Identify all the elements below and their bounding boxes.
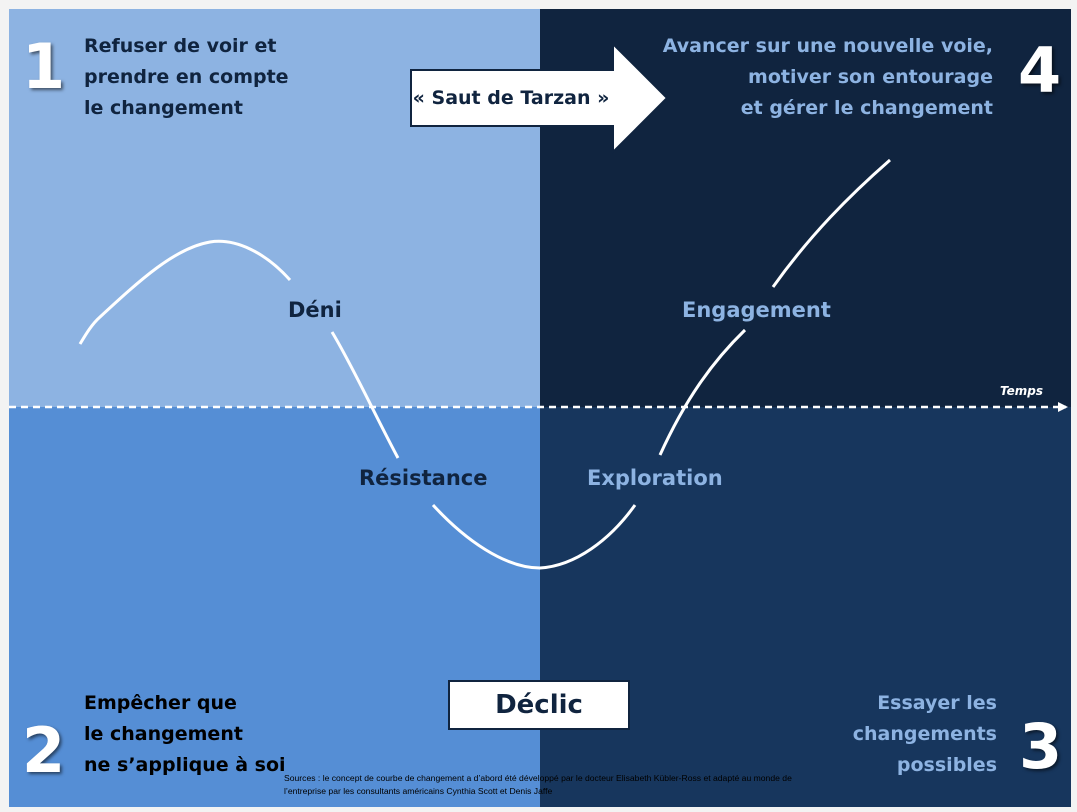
declic-box: Déclic: [448, 680, 630, 730]
stage-label-engagement: Engagement: [682, 298, 831, 322]
tarzan-jump-label: « Saut de Tarzan »: [412, 87, 610, 109]
quadrant-3-background: [540, 407, 1071, 807]
quadrant-2-line-3: ne s’applique à soi: [84, 754, 286, 776]
quadrant-1-line-3: le changement: [84, 97, 243, 119]
quadrant-4-number: 4: [1018, 34, 1062, 107]
curve-segment-trough: [431, 503, 637, 570]
curve-segment-engagement: [771, 158, 891, 288]
quadrant-4-line-1: Avancer sur une nouvelle voie,: [662, 35, 993, 57]
quadrant-1-text: Refuser de voir et prendre en compte le …: [84, 31, 289, 124]
curve-segment-exploration: [658, 328, 747, 456]
quadrant-3-number: 3: [1019, 710, 1063, 783]
quadrant-4-line-2: motiver son entourage: [748, 66, 993, 88]
quadrant-3-text: Essayer les changements possibles: [853, 688, 997, 781]
curve-segment-deni: [78, 239, 292, 345]
quadrant-2-line-1: Empêcher que: [84, 692, 237, 714]
tarzan-jump-arrow: [410, 41, 669, 155]
curve-segment-resistance: [330, 331, 400, 459]
stage-label-exploration: Exploration: [587, 466, 723, 490]
quadrant-1-number: 1: [22, 30, 66, 103]
quadrant-2-background: [9, 407, 540, 807]
stage-label-resistance: Résistance: [359, 466, 488, 490]
quadrant-1-line-2: prendre en compte: [84, 66, 289, 88]
quadrant-1-line-1: Refuser de voir et: [84, 35, 277, 57]
quadrant-4-text: Avancer sur une nouvelle voie, motiver s…: [663, 31, 993, 124]
quadrant-2-number: 2: [22, 714, 66, 787]
quadrant-2-text: Empêcher que le changement ne s’applique…: [84, 688, 286, 781]
quadrant-4-line-3: et gérer le changement: [740, 97, 993, 119]
quadrant-3-line-2: changements: [852, 723, 997, 745]
time-axis-label: Temps: [1000, 384, 1044, 398]
quadrant-3-line-1: Essayer les: [877, 692, 997, 714]
quadrant-2-line-2: le changement: [84, 723, 243, 745]
stage-label-deni: Déni: [288, 298, 342, 322]
sources-footnote: Sources : le concept de courbe de change…: [284, 773, 792, 796]
quadrant-3-line-3: possibles: [896, 754, 997, 776]
